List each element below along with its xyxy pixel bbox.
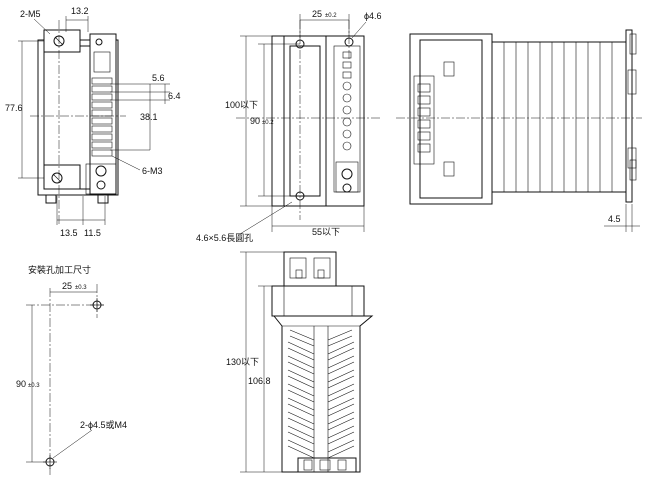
- dim-6-4: 6.4: [168, 91, 181, 101]
- dim-25: 25: [312, 9, 322, 19]
- dim-38-1: 38.1: [140, 112, 158, 122]
- dim-4-5: 4.5: [608, 214, 621, 224]
- bottom-view-heat-sink: [272, 315, 374, 473]
- side-view: 2-M5 13.2 77.6 5.6 6.4 38.1 6-M3 13.5 11…: [5, 6, 181, 238]
- dim-phi46: ϕ4.6: [364, 11, 382, 21]
- dim-77-6: 77.6: [5, 103, 23, 113]
- tol-25: ±0.2: [325, 13, 337, 19]
- front-view-body: [271, 35, 365, 207]
- mount-tol-25: ±0.3: [75, 285, 87, 291]
- dim-13-5: 13.5: [60, 228, 78, 238]
- dim-100: 100以下: [225, 100, 258, 110]
- screw-icon: [51, 172, 63, 184]
- bottom-view-terminal: [283, 251, 337, 287]
- mounting-title: 安裝孔加工尺寸: [28, 264, 91, 275]
- dim-130: 130以下: [226, 357, 259, 367]
- label-2m5: 2-M5: [20, 9, 41, 19]
- terminal-strip: [91, 77, 113, 157]
- dim-11-5: 11.5: [84, 228, 101, 238]
- mount-tol-90: ±0.3: [28, 383, 40, 389]
- dim-5-6: 5.6: [152, 73, 165, 83]
- hole-icon: [95, 38, 103, 46]
- bottom-view-fins: [287, 329, 355, 459]
- dial-icon: [95, 165, 107, 177]
- label-6m3: 6-M3: [142, 166, 163, 176]
- front-view: 25 ±0.2 ϕ4.6 100以下 90 ±0.2 4.6×5.6長圓孔 55…: [196, 9, 382, 243]
- label-holes: 2-ϕ4.5或M4: [80, 419, 127, 430]
- dim-90: 90: [250, 116, 260, 126]
- dial-icon: [96, 180, 106, 190]
- right-view: 4.5: [396, 29, 642, 232]
- bottom-view: 130以下 106.8: [226, 251, 374, 473]
- dial-icon: [341, 168, 353, 180]
- dim-106-8: 106.8: [248, 376, 271, 386]
- heat-sink-fins: [503, 42, 613, 192]
- dial-icon: [342, 183, 352, 193]
- tol-90: ±0.2: [262, 120, 274, 126]
- label-slot: 4.6×5.6長圓孔: [196, 233, 253, 243]
- heat-sink: [491, 41, 627, 193]
- mounting-hole-drawing: 安裝孔加工尺寸 25 ±0.3 90 ±0.3 2-ϕ4.5或M4: [16, 264, 127, 475]
- dim-55: 55以下: [312, 227, 340, 237]
- right-view-housing: [409, 33, 493, 205]
- mount-dim-90: 90: [16, 379, 26, 389]
- dim-13-2: 13.2: [71, 6, 89, 16]
- mount-dim-25: 25: [62, 281, 72, 291]
